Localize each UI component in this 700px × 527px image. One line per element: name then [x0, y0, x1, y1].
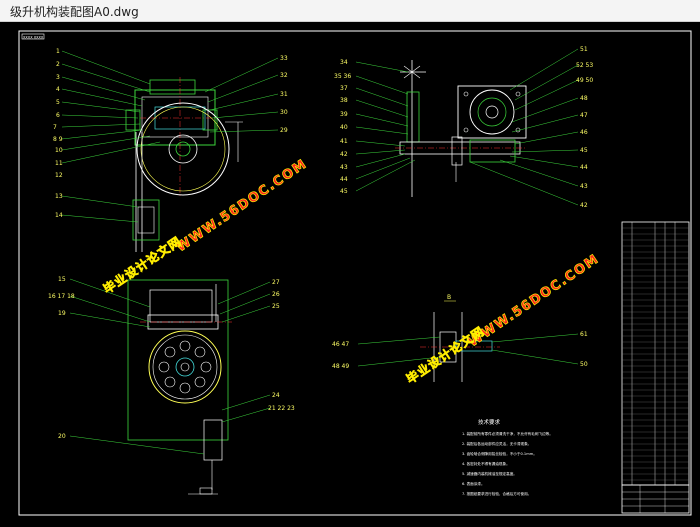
balloon-4: 4 — [56, 86, 60, 93]
balloon-44-r: 44 — [580, 164, 588, 171]
note-5: 5. 减速器内装机械油至规定高度。 — [462, 471, 517, 476]
watermarks: WWW.56DOC.COM 毕业设计论文网 WWW.56DOC.COM 毕业设计… — [100, 156, 603, 387]
balloon-6: 6 — [56, 112, 60, 119]
parts-list — [621, 221, 690, 486]
balloon-46-47: 46 47 — [332, 341, 349, 348]
balloon-44: 44 — [340, 176, 348, 183]
balloon-19: 19 — [58, 310, 66, 317]
title-block — [621, 484, 690, 514]
drawing-canvas[interactable]: XXXX XXXX — [0, 22, 700, 523]
balloon-51: 51 — [580, 46, 588, 53]
bottom-view: 15 16 17 18 19 27 26 25 24 21 22 23 20 — [48, 276, 295, 495]
balloon-15: 15 — [58, 276, 66, 283]
detail-view: B 46 47 48 49 61 50 — [332, 294, 588, 382]
balloon-29: 29 — [280, 127, 288, 134]
balloon-61: 61 — [580, 331, 588, 338]
balloon-12: 12 — [55, 172, 63, 179]
balloon-46: 46 — [580, 129, 588, 136]
note-1: 1. 装配前所有零件必须清洗干净，不允许有毛刺飞边等。 — [462, 431, 553, 436]
balloon-32: 32 — [280, 72, 288, 79]
balloon-2: 2 — [56, 61, 60, 68]
balloon-47: 47 — [580, 112, 588, 119]
note-4: 4. 各密封处不得有漏油现象。 — [462, 461, 510, 466]
balloon-25: 25 — [272, 303, 280, 310]
balloon-48: 48 — [580, 95, 588, 102]
note-7: 7. 按图纸要求进行检验，合格后方可使用。 — [462, 491, 531, 496]
balloon-43-r: 43 — [580, 183, 588, 190]
balloon-52-53: 52 53 — [576, 62, 593, 69]
notes-title: 技术要求 — [478, 418, 501, 426]
title-bar: 级升机构装配图A0.dwg — [0, 0, 700, 22]
balloon-11: 11 — [55, 160, 63, 167]
balloon-49-50: 49 50 — [576, 77, 593, 84]
balloon-50: 50 — [580, 361, 588, 368]
balloon-1: 1 — [56, 48, 60, 55]
balloon-48-49: 48 49 — [332, 363, 349, 370]
note-3: 3. 齿轮啮合侧隙用铅丝检验，不小于0.1mm。 — [462, 451, 537, 456]
note-6: 6. 表面涂漆。 — [462, 481, 485, 486]
balloon-3: 3 — [56, 74, 60, 81]
drawing-svg: XXXX XXXX — [18, 30, 692, 516]
balloon-45-r: 45 — [580, 147, 588, 154]
detail-view-label: B — [447, 294, 451, 301]
balloon-40: 40 — [340, 124, 348, 131]
balloon-45: 45 — [340, 188, 348, 195]
watermark-url-1: WWW.56DOC.COM — [174, 157, 310, 256]
balloon-21-22-23: 21 22 23 — [268, 405, 295, 412]
balloon-7: 7 — [53, 124, 57, 131]
top-left-tag-box — [21, 33, 45, 40]
balloon-39: 39 — [340, 111, 348, 118]
balloon-33: 33 — [280, 55, 288, 62]
balloon-31: 31 — [280, 91, 288, 98]
balloon-27: 27 — [272, 279, 280, 286]
document-title: 级升机构装配图A0.dwg — [10, 5, 139, 19]
balloon-41: 41 — [340, 138, 348, 145]
note-2: 2. 装配后各运动部件应灵活，无卡滞现象。 — [462, 441, 531, 446]
side-view: 34 35 36 37 38 39 40 41 42 43 44 45 51 5… — [334, 46, 593, 209]
balloon-35-36: 35 36 — [334, 73, 351, 80]
balloon-13: 13 — [55, 193, 63, 200]
balloon-42-r: 42 — [580, 202, 588, 209]
technical-notes: 技术要求 1. 装配前所有零件必须清洗干净，不允许有毛刺飞边等。 2. 装配后各… — [462, 418, 553, 496]
top-left-tag: XXXX XXXX — [23, 35, 44, 39]
watermark-cn-2: 毕业设计论文网 — [403, 323, 487, 386]
balloon-42: 42 — [340, 151, 348, 158]
balloon-8-9: 8 9 — [53, 136, 63, 143]
balloon-20: 20 — [58, 433, 66, 440]
balloon-34: 34 — [340, 59, 348, 66]
balloon-26: 26 — [272, 291, 280, 298]
balloon-38: 38 — [340, 97, 348, 104]
balloon-24: 24 — [272, 392, 280, 399]
balloon-43: 43 — [340, 164, 348, 171]
balloon-16-17-18: 16 17 18 — [48, 293, 75, 300]
balloon-5: 5 — [56, 99, 60, 106]
balloon-14: 14 — [55, 212, 63, 219]
drawing-border — [18, 30, 692, 516]
balloon-30: 30 — [280, 109, 288, 116]
front-view: 1 2 3 4 5 6 7 8 9 10 11 12 13 14 33 32 3… — [53, 48, 288, 252]
balloon-37: 37 — [340, 85, 348, 92]
balloon-10: 10 — [55, 147, 63, 154]
